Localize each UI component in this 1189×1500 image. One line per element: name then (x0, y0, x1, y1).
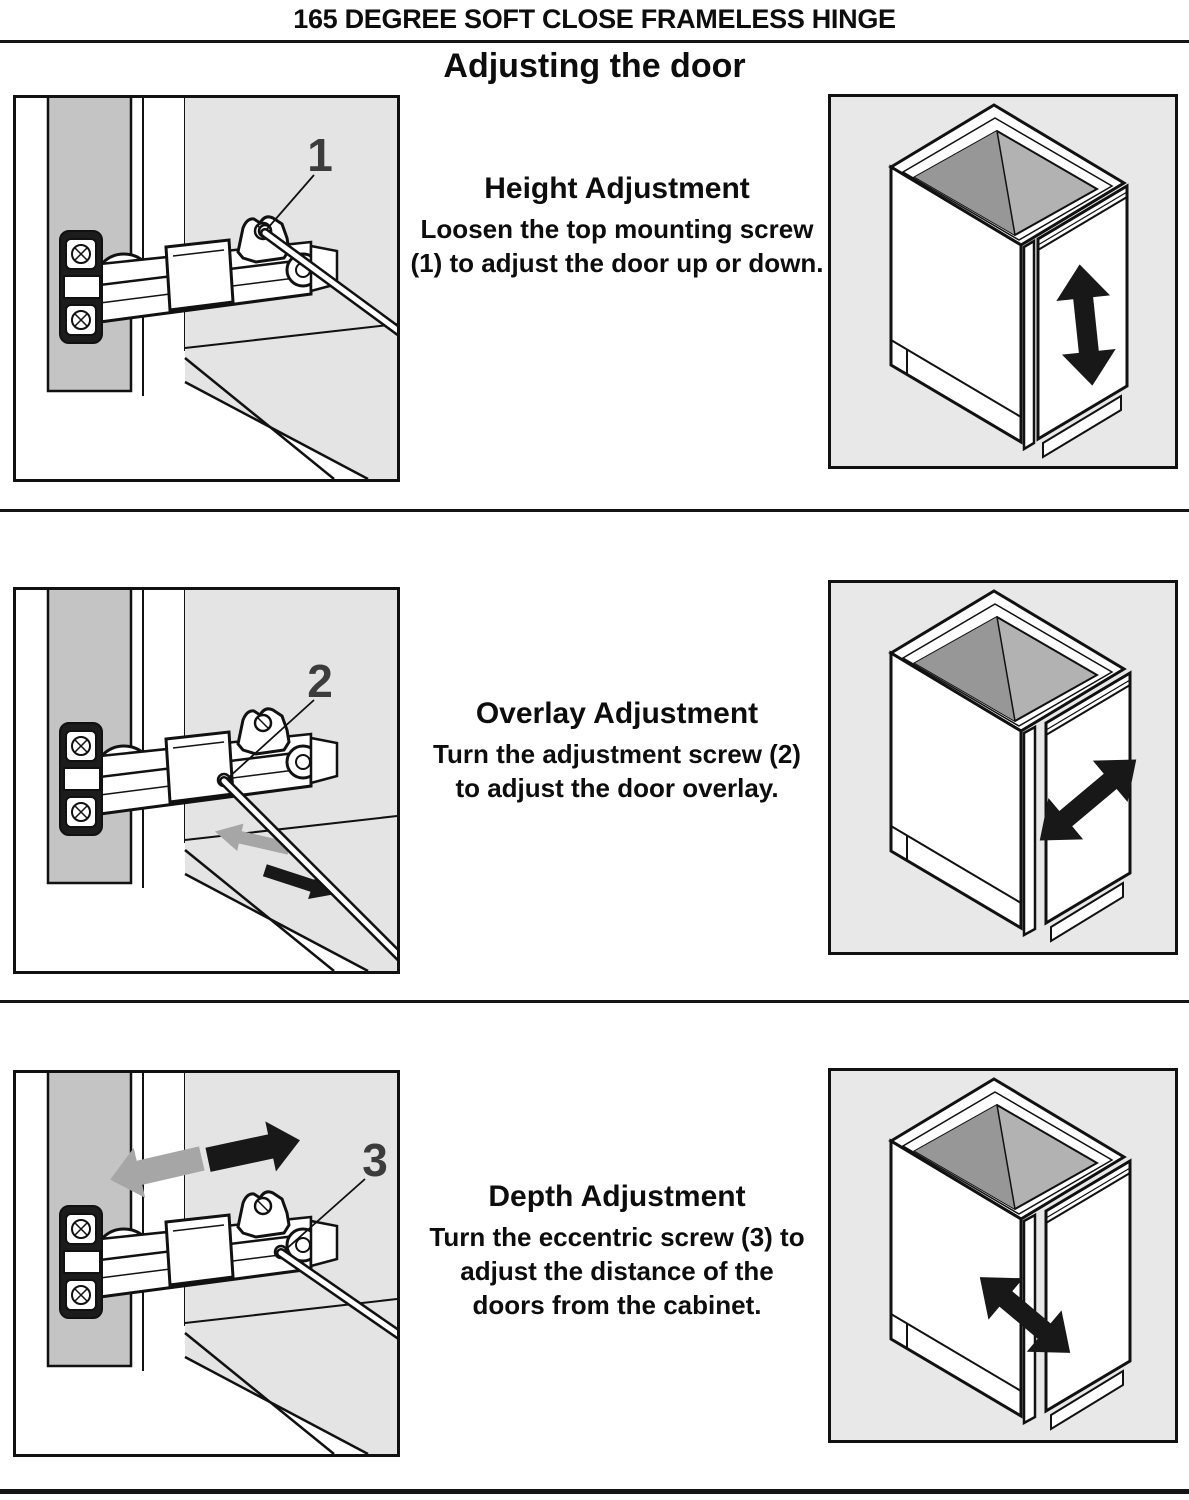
hinge-end-cap (309, 1219, 339, 1268)
door-plinth (1050, 1369, 1124, 1431)
figure-number-label: 1 (307, 129, 333, 181)
hinge-hardware (59, 1190, 339, 1319)
callout-line (266, 174, 315, 230)
cabinet-diagram (888, 103, 1129, 459)
row-heading: Overlay Adjustment (475, 697, 759, 730)
row-body: Loosen the top mounting screw (1) to adj… (410, 214, 824, 278)
hinge-end-cap (309, 736, 339, 785)
page-subtitle: Adjusting the door (443, 47, 746, 85)
cabinet-diagram (888, 589, 1137, 943)
hinge-diagram: 2 (46, 590, 397, 971)
screwdriver (260, 228, 397, 337)
section-divider (0, 1000, 1189, 1003)
overlay-adjustment-text: Overlay Adjustment Turn the adjustment s… (400, 695, 834, 805)
figure-number-label: 2 (307, 655, 333, 707)
cabinet-interior (185, 590, 397, 840)
cabinet-floor (185, 1299, 397, 1454)
door-plinth (1042, 394, 1122, 459)
bottom-rule (0, 1489, 1189, 1494)
overlay-direction-arrow-gray (214, 823, 291, 855)
hinge-boot (164, 1213, 235, 1287)
up-down-arrow-icon (1056, 264, 1116, 386)
screwdriver (219, 776, 397, 962)
overlay-double-arrow-icon (1039, 759, 1137, 841)
cabinet-interior (185, 1073, 397, 1323)
hinge-hardware (59, 215, 339, 344)
depth-direction-arrow-black (205, 1121, 300, 1172)
screwdriver (276, 1248, 397, 1340)
callout-line (227, 699, 315, 779)
cabinet-figure-height (828, 94, 1178, 469)
row-heading: Depth Adjustment (488, 1180, 746, 1213)
row-body: Turn the eccentric screw (3) to adjust t… (429, 1222, 805, 1320)
depth-direction-arrow-gray (110, 1146, 205, 1198)
cabinet-diagram (888, 1077, 1132, 1431)
row-body: Turn the adjustment screw (2) to adjust … (433, 739, 801, 803)
hinge-diagram: 3 (46, 1073, 397, 1454)
cabinet-figure-depth (828, 1068, 1178, 1443)
cabinet-floor (185, 816, 397, 971)
cabinet-front-edge (1022, 724, 1037, 938)
hinge-diagram: 1 (46, 98, 397, 479)
door-plinth (1050, 881, 1124, 943)
cabinet-side-panel (889, 650, 1023, 931)
section-divider (0, 509, 1189, 512)
hinge-figure-overlay: 2 (13, 587, 400, 974)
cabinet-side-panel (889, 164, 1023, 445)
cabinet-figure-overlay (828, 580, 1178, 955)
cabinet-floor (185, 324, 397, 479)
overlay-direction-arrow-black (262, 864, 338, 900)
cabinet-side-panel (889, 1138, 1023, 1419)
row-heading: Height Adjustment (484, 172, 750, 205)
hinge-figure-depth: 3 (13, 1070, 400, 1457)
height-adjustment-text: Height Adjustment Loosen the top mountin… (400, 170, 834, 280)
depth-adjustment-text: Depth Adjustment Turn the eccentric scre… (400, 1178, 834, 1322)
page-title: 165 DEGREE SOFT CLOSE FRAMELESS HINGE (293, 4, 896, 34)
depth-double-arrow-icon (979, 1277, 1071, 1353)
cabinet-front-edge (1022, 238, 1036, 452)
hinge-boot (164, 238, 235, 312)
figure-number-label: 3 (362, 1134, 388, 1186)
hinge-hardware (59, 707, 339, 836)
callout-line (283, 1178, 366, 1252)
hinge-figure-height: 1 (13, 95, 400, 482)
title-divider (0, 40, 1189, 43)
